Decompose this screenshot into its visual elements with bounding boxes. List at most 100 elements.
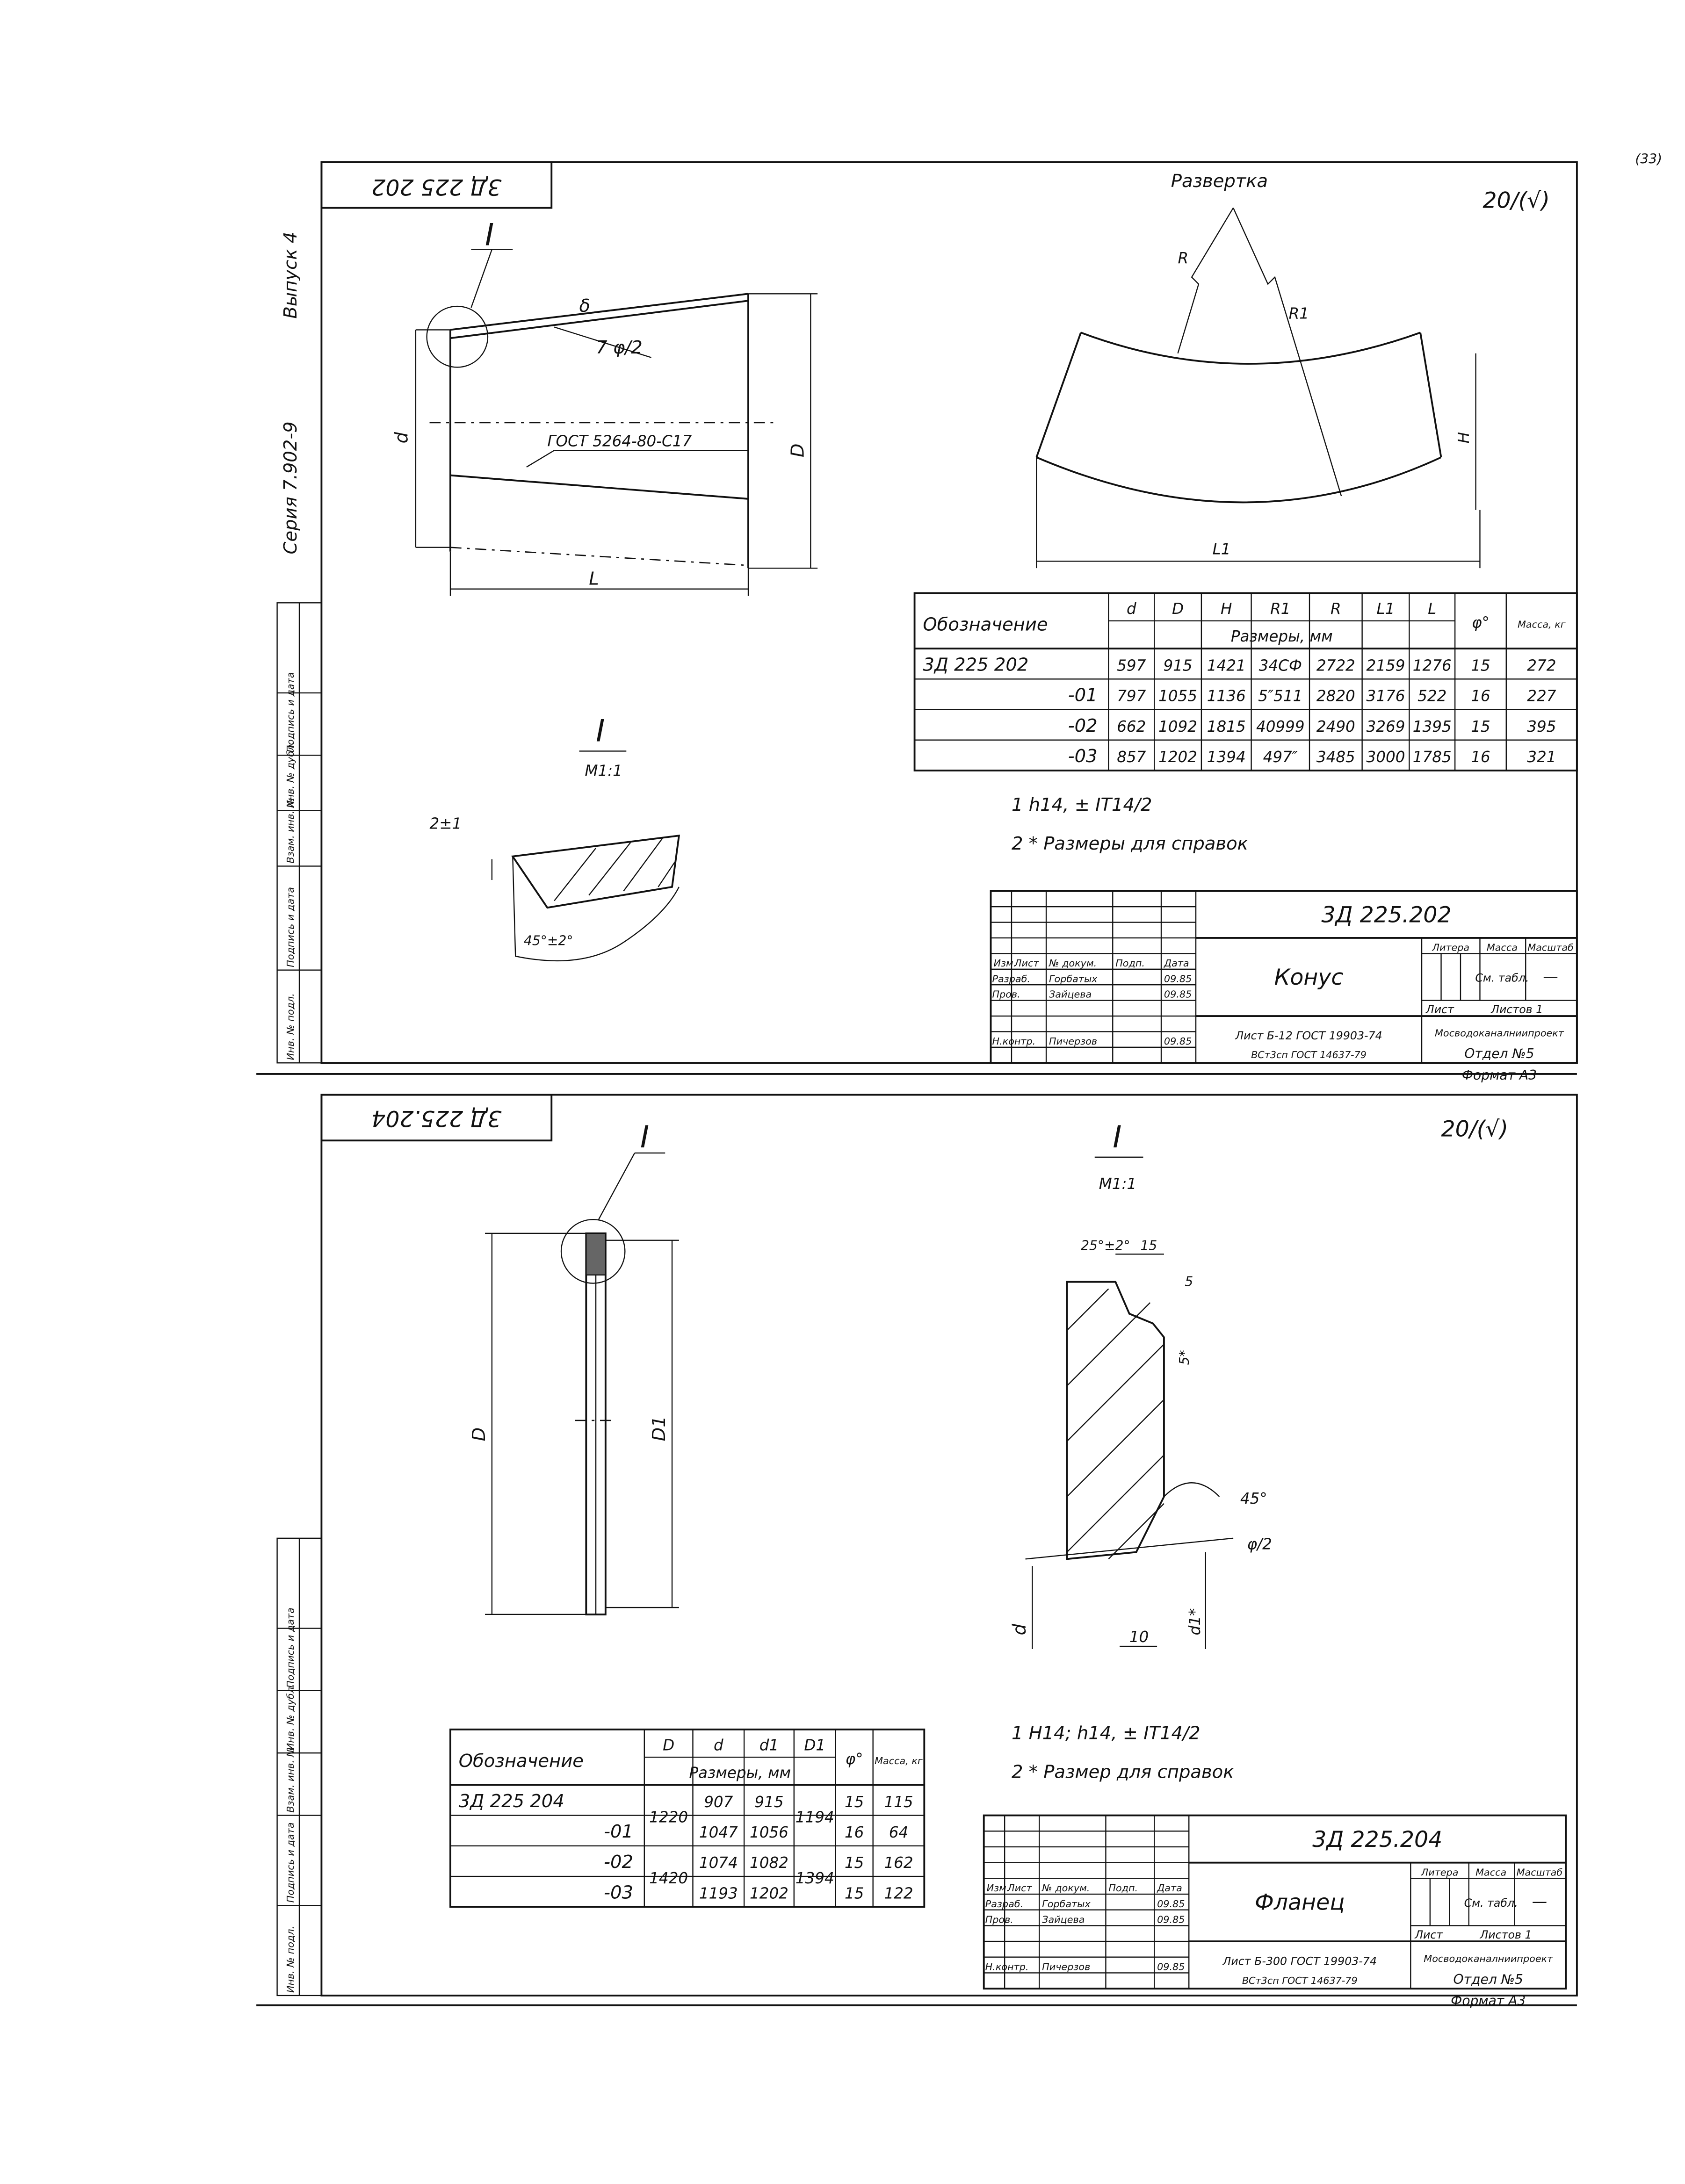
note-2: 2 * Размеры для справок [1012, 833, 1248, 854]
table-cell: 2490 [1316, 718, 1355, 735]
table-cell: 15 [1471, 656, 1490, 674]
department: Отдел №5 [1464, 1046, 1534, 1061]
table-cell: 797 [1117, 687, 1146, 705]
table-cell: 907 [704, 1793, 733, 1811]
stamp-label: Взам. инв. № [285, 1747, 296, 1813]
cone-view: d D L I δ 7 φ/2 ГОСТ 5264-80-С17 [391, 217, 818, 596]
flange-view: D D1 I [469, 1119, 679, 1615]
title-col-header: Изм. [993, 958, 1016, 969]
header-designation: Обозначение [923, 614, 1048, 635]
top-roughness: 20/(√) [1483, 188, 1549, 214]
table-cell: 2722 [1316, 656, 1355, 674]
table-cell: 162 [884, 1854, 913, 1872]
table-cell: 522 [1417, 687, 1446, 705]
scale-value: — [1532, 1893, 1548, 1910]
person-role: Н.контр. [992, 1036, 1036, 1047]
margin-stamp-top: Инв. № подл. Подпись и дата Взам. инв. №… [276, 602, 322, 1064]
sheet-label: Лист [1414, 1928, 1443, 1941]
table-cell: 16 [845, 1824, 864, 1841]
title-col-header: Дата [1164, 958, 1189, 969]
table-cell: 122 [884, 1884, 913, 1902]
table-cell: 3000 [1367, 748, 1405, 766]
dev-R1-label: R1 [1289, 305, 1309, 323]
table-cell: 16 [1471, 687, 1490, 705]
sign-date: 09.85 [1164, 989, 1192, 1000]
table-cell: 64 [889, 1824, 908, 1841]
table-cell: 915 [1163, 656, 1192, 674]
stamp-label: Подпись и дата [285, 672, 296, 753]
table-cell: 1421 [1207, 656, 1246, 674]
header-symbol: L1 [1377, 600, 1395, 618]
table-cell: 34СФ [1259, 656, 1302, 674]
note-2: 2 * Размер для справок [1012, 1762, 1234, 1783]
row-designation: -03 [1068, 746, 1098, 767]
sign-date: 09.85 [1157, 1914, 1185, 1925]
part-name: Конус [1274, 965, 1344, 990]
header-mass: Масса, кг [1518, 619, 1566, 630]
dev-H-label: H [1455, 432, 1473, 444]
sign-date: 09.85 [1164, 973, 1192, 984]
table-cell: 1785 [1413, 748, 1452, 766]
table-cell: 1395 [1413, 718, 1452, 735]
material-line-2: ВСт3сп ГОСТ 14637-79 [1251, 1049, 1367, 1060]
bottom-corner-box [320, 1094, 553, 1142]
detail-angle-1: 25°±2° [1081, 1238, 1130, 1253]
header-symbol: R [1331, 600, 1341, 618]
table-cell: 597 [1117, 656, 1146, 674]
dim-D1-label: D1 [649, 1416, 670, 1441]
header-symbol: d1 [759, 1736, 779, 1754]
organization: Мосводоканалниипроект [1424, 1953, 1553, 1964]
development-title: Развертка [1171, 171, 1268, 192]
scale-label: Масштаб [1527, 942, 1574, 953]
header-designation: Обозначение [459, 1751, 584, 1772]
mass-value: См. табл. [1475, 972, 1529, 985]
table-cell: 15 [1471, 718, 1490, 735]
dim-D-label: D [469, 1427, 490, 1442]
detail-scale: М1:1 [1099, 1175, 1137, 1193]
detail-angle: 45°±2° [524, 933, 573, 948]
detail-dim-10: 10 [1129, 1628, 1149, 1646]
title-col-header: Изм. [987, 1882, 1010, 1894]
person-name: Зайцева [1049, 989, 1092, 1000]
table-cell: 15 [845, 1793, 864, 1811]
person-name: Горбатых [1049, 973, 1098, 984]
dim-d-label: d [391, 432, 412, 443]
organization: Мосводоканалниипроект [1435, 1027, 1564, 1038]
header-symbol: D [663, 1736, 674, 1754]
detail-gap: 2±1 [430, 814, 462, 832]
row-designation: -01 [604, 1821, 633, 1842]
table-cell: 1193 [699, 1884, 738, 1902]
dim-D-label: D [788, 443, 809, 457]
title-col-header: № докум. [1041, 1882, 1090, 1894]
sign-date: 09.85 [1164, 1036, 1192, 1047]
table-border [913, 592, 1578, 771]
row-designation: -03 [604, 1882, 633, 1903]
sheet-number: (33) [1635, 151, 1662, 167]
format-label: Формат А3 [1462, 1067, 1537, 1083]
top-detail-view: I М1:1 2±1 45°±2° [430, 714, 680, 962]
table-cell: 1202 [750, 1884, 788, 1902]
table-cell: 1420 [649, 1869, 688, 1887]
table-cell: 16 [1471, 748, 1490, 766]
row-designation: 3Д 225 204 [459, 1791, 564, 1812]
table-cell: 1815 [1207, 718, 1246, 735]
table-cell: 15 [845, 1884, 864, 1902]
table-cell: 272 [1527, 656, 1556, 674]
detail-marker: I [485, 217, 494, 253]
detail-dim-15: 15 [1141, 1238, 1157, 1253]
title-col-header: Дата [1157, 1882, 1182, 1894]
header-symbol: d [1127, 600, 1136, 618]
table-cell: 1220 [649, 1808, 688, 1826]
top-corner-box [320, 161, 553, 209]
detail-d-label: d [1009, 1623, 1030, 1635]
detail-angle-2: 45° [1240, 1490, 1267, 1507]
stamp-label: Инв. № подл. [285, 993, 296, 1060]
title-block-border [990, 890, 1578, 1064]
sheet-label: Лист [1425, 1003, 1454, 1016]
weld-standard: ГОСТ 5264-80-С17 [547, 432, 692, 450]
header-symbol: L [1428, 600, 1436, 618]
